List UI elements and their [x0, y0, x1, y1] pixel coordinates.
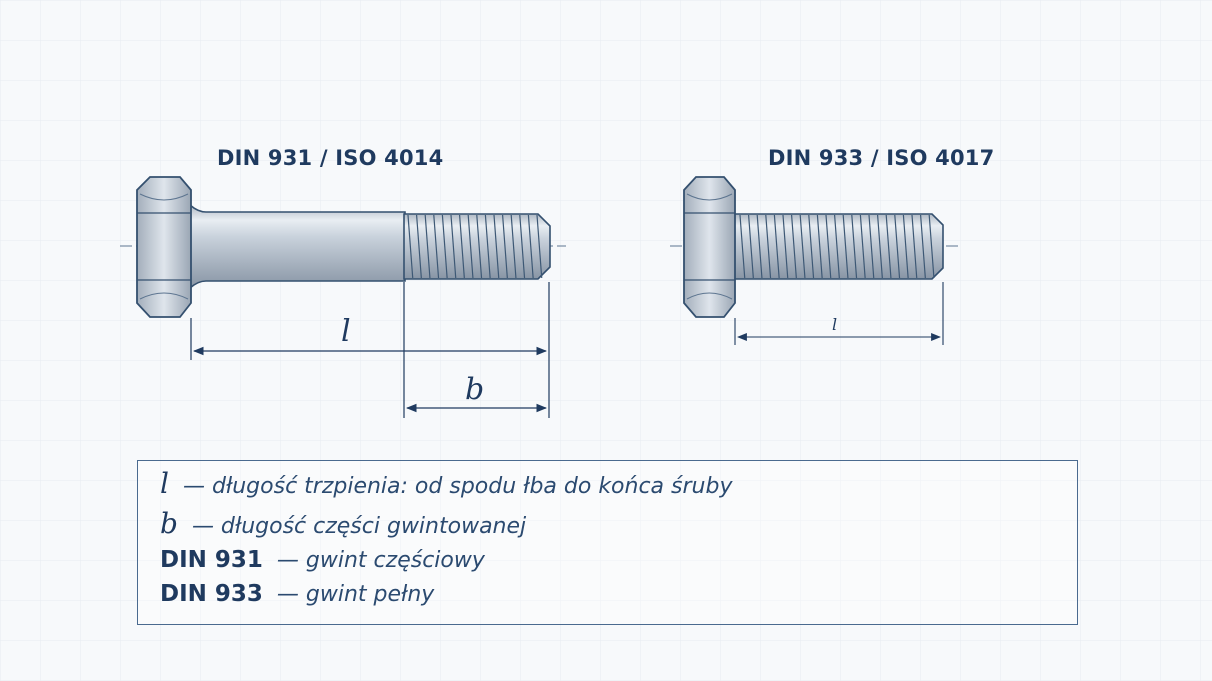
- thread-line: [467, 214, 474, 279]
- hex-head: [683, 176, 736, 318]
- bolt-shank: [189, 203, 406, 290]
- title-din931: DIN 931 / ISO 4014: [217, 146, 444, 170]
- thread-line: [851, 214, 858, 279]
- thread-line: [920, 214, 926, 279]
- dimensions-din931: [190, 282, 550, 418]
- legend-row: b — długość części gwintowanej: [160, 507, 526, 540]
- thread-line: [799, 214, 806, 279]
- thread-line: [502, 214, 508, 279]
- thread-line: [859, 214, 866, 279]
- thread-line: [911, 214, 918, 279]
- legend-text: — długość trzpienia: od spodu łba do koń…: [182, 474, 733, 499]
- thread-line: [441, 214, 448, 279]
- thread-line: [424, 214, 431, 279]
- thread-line: [885, 214, 892, 279]
- thread-line: [825, 214, 832, 279]
- thread-line: [902, 214, 909, 279]
- thread-line: [834, 214, 840, 279]
- legend-row: l — długość trzpienia: od spodu łba do k…: [160, 467, 732, 500]
- legend-box: l — długość trzpienia: od spodu łba do k…: [137, 460, 1078, 625]
- thread-line: [739, 214, 746, 279]
- legend-row: DIN 931 — gwint częściowy: [160, 547, 485, 573]
- dim-label-l: l: [341, 314, 351, 349]
- thread-line: [756, 214, 763, 279]
- thread-line: [459, 214, 465, 279]
- legend-text: — gwint częściowy: [276, 548, 485, 573]
- thread-line: [773, 214, 780, 279]
- title-din933: DIN 933 / ISO 4017: [768, 146, 995, 170]
- thread-line: [416, 214, 422, 279]
- thread-line: [816, 214, 823, 279]
- legend-symbol: DIN 931: [160, 547, 263, 573]
- thread-line: [510, 214, 517, 279]
- legend-symbol: l: [160, 467, 169, 500]
- thread-line: [433, 214, 440, 279]
- thread-line: [765, 214, 772, 279]
- thread-line: [536, 214, 543, 279]
- thread-line: [868, 214, 875, 279]
- thread-line: [484, 214, 491, 279]
- thread-line: [748, 214, 754, 279]
- legend-text: — długość części gwintowanej: [191, 514, 527, 539]
- legend-symbol: DIN 933: [160, 581, 263, 607]
- thread-line: [842, 214, 849, 279]
- thread-line: [476, 214, 483, 279]
- thread-line: [519, 214, 526, 279]
- thread-line: [407, 214, 414, 279]
- thread-line: [808, 214, 815, 279]
- thread-line: [791, 214, 797, 279]
- thread-line: [493, 214, 500, 279]
- legend-symbol: b: [160, 507, 178, 540]
- thread-line: [527, 214, 534, 279]
- bolt-din931: [120, 176, 566, 318]
- thread-line: [450, 214, 457, 279]
- legend-row: DIN 933 — gwint pełny: [160, 581, 434, 607]
- legend-text: — gwint pełny: [276, 582, 435, 607]
- thread-line: [877, 214, 883, 279]
- dimensions-din933: [734, 282, 944, 345]
- threaded-part: [732, 213, 944, 280]
- threaded-part: [403, 213, 551, 280]
- dim-label-l-right: l: [832, 315, 838, 334]
- bolt-din933: [670, 176, 960, 318]
- thread-line: [894, 214, 901, 279]
- dim-label-b: b: [465, 372, 485, 407]
- thread-line: [928, 214, 935, 279]
- thread-line: [782, 214, 789, 279]
- hex-head: [136, 176, 192, 318]
